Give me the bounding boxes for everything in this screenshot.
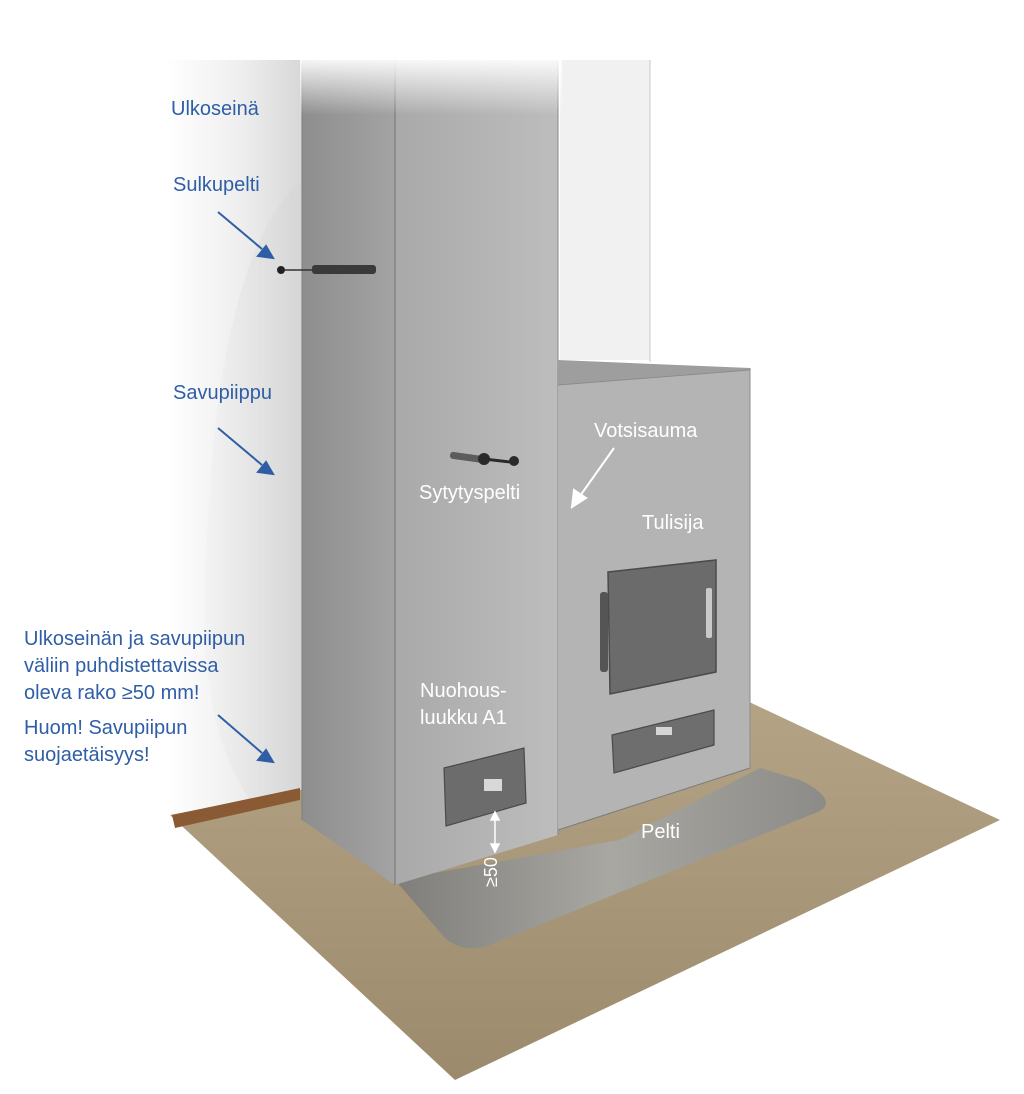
chimney-front-face — [302, 60, 395, 885]
chimney-side-face — [395, 60, 558, 885]
skirting-board — [172, 788, 300, 828]
wall-shadow — [205, 180, 305, 800]
label-tulisija: Tulisija — [642, 512, 704, 534]
label-rako-line3: oleva rako ≥50 mm! — [24, 682, 200, 704]
label-savupiippu: Savupiippu — [173, 382, 272, 404]
label-rako-line2: väliin puhdistettavissa — [24, 655, 219, 677]
label-huom-line1: Huom! Savupiipun — [24, 717, 188, 739]
label-huom-line2: suojaetäisyys! — [24, 744, 150, 766]
label-pelti: Pelti — [641, 821, 680, 843]
label-rako-line1: Ulkoseinän ja savupiipun — [24, 628, 246, 650]
arrow-icon — [217, 211, 275, 764]
door-hinge — [600, 592, 608, 672]
label-sulkupelti: Sulkupelti — [173, 174, 260, 196]
door-handle-icon — [706, 588, 712, 638]
arrow-icon — [570, 447, 615, 509]
floor-plate — [395, 768, 827, 949]
label-nuohous-line1: Nuohous- — [420, 680, 507, 702]
ignition-damper-lever — [450, 451, 486, 464]
dimension-arrow-icon — [489, 810, 501, 854]
damper-handle-icon — [312, 265, 376, 274]
label-votsisauma: Votsisauma — [594, 420, 698, 442]
label-clearance: ≥50 — [480, 857, 501, 887]
label-sytytyspelti: Sytytyspelti — [419, 482, 521, 504]
label-ulkoseina: Ulkoseinä — [171, 98, 259, 120]
soot-door-handle — [484, 779, 502, 791]
damper-knob — [277, 266, 285, 274]
inner-wall-right — [560, 60, 650, 360]
label-nuohous-line2: luukku A1 — [420, 707, 507, 729]
ash-door-handle — [656, 727, 672, 735]
fireplace-door — [607, 559, 717, 695]
ash-door — [611, 709, 715, 774]
